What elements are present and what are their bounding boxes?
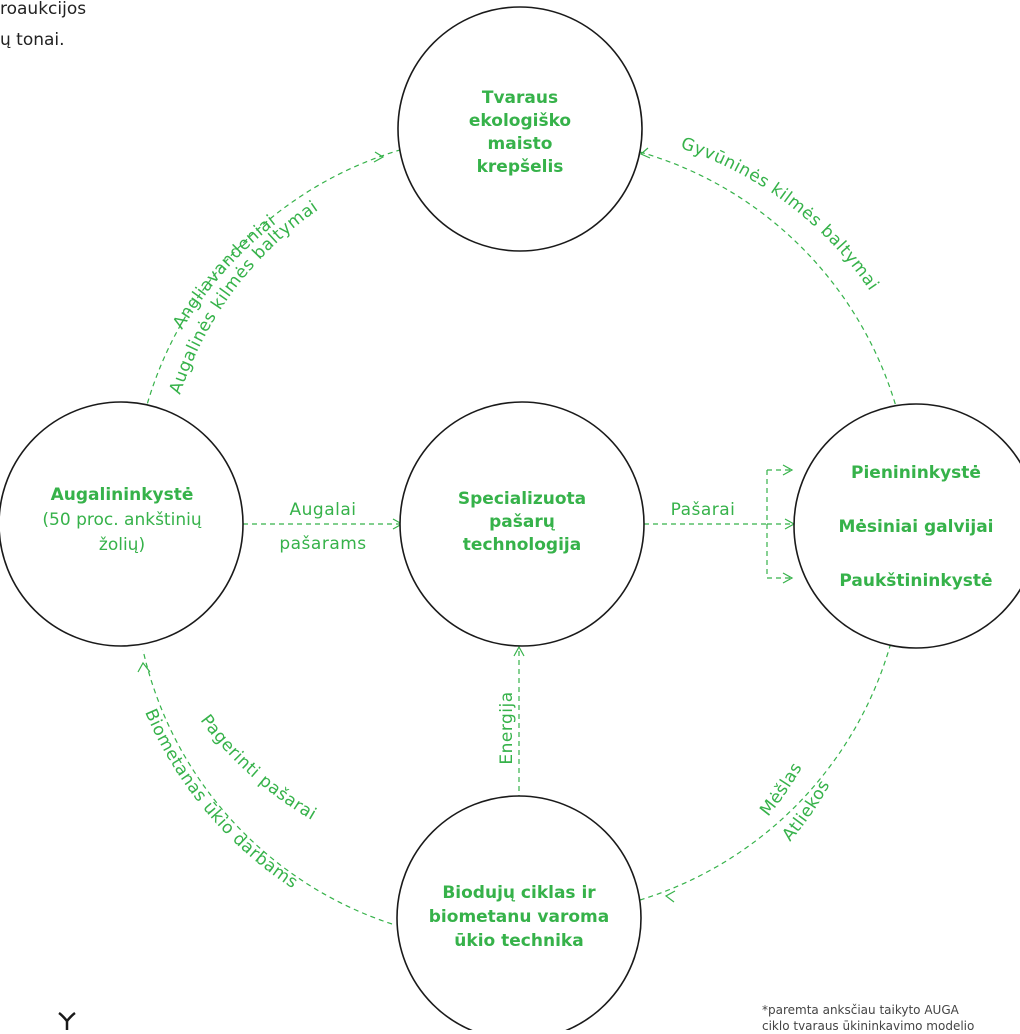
node-bottom-line: biometanu varoma [429, 907, 609, 927]
node-bottom-text: Biodujų ciklas ir biometanu varoma ūkio … [429, 883, 609, 951]
arrowhead [513, 645, 525, 657]
node-top-line: krepšelis [477, 157, 564, 177]
flow-label-augalai: Augalai [290, 500, 357, 520]
footnote: *paremta anksčiau taikyto AUGA ciklo tva… [762, 1002, 974, 1034]
node-center-line: Specializuota [458, 489, 586, 509]
node-right-line: Paukštininkystė [839, 571, 992, 591]
arrowhead [664, 890, 676, 903]
node-right-line: Mėsiniai galvijai [838, 517, 993, 537]
node-center-text: Specializuota pašarų technologija [458, 489, 586, 555]
node-top-line: maisto [488, 134, 553, 154]
flow-label-angliavandeniai: Angliavandeniai [169, 211, 280, 333]
footnote-line: ciklo tvaraus ūkininkavimo modelio [762, 1019, 975, 1033]
arc-right-bottom [639, 634, 894, 901]
node-left-line: (50 proc. ankštinių [42, 510, 201, 530]
intro-line: roaukcijos [0, 0, 87, 19]
intro-line: ų tonai. [0, 30, 65, 50]
node-left-line: žolių) [99, 535, 145, 555]
arrowhead [782, 464, 794, 476]
sprout-icon [58, 1011, 76, 1030]
node-left-circle [0, 401, 244, 647]
node-right-line: Pienininkystė [851, 463, 981, 483]
flow-label-pasarai: Pašarai [671, 500, 736, 520]
arc-top-right [639, 151, 898, 411]
node-center-line: technologija [463, 535, 581, 555]
arrowhead [639, 147, 651, 159]
node-center-circle [399, 401, 645, 647]
flow-arcs [137, 147, 898, 925]
node-top-line: ekologiško [469, 111, 571, 131]
node-top-line: Tvaraus [482, 88, 558, 108]
intro-text: roaukcijos ų tonai. [0, 0, 86, 56]
node-top-text: Tvaraus ekologiško maisto krepšelis [469, 88, 571, 177]
node-left-title: Augalininkystė [51, 485, 194, 505]
arc-left-top [144, 149, 401, 413]
node-bottom-line: ūkio technika [454, 931, 583, 951]
arc-bottom-left [142, 649, 393, 925]
arrowhead [137, 661, 151, 673]
flow-label-gyvunines-baltymai: Gyvūninės kilmės baltymai [678, 134, 882, 295]
flow-label-gyvunines-baltymai-path: Gyvūninės kilmės baltymai [678, 134, 882, 295]
node-bottom-line: Biodujų ciklas ir [442, 883, 596, 903]
node-top-circle [397, 6, 643, 252]
node-left-text: Augalininkystė (50 proc. ankštinių žolių… [42, 485, 201, 555]
flow-label-pasarams: pašarams [279, 534, 366, 554]
arrowhead [782, 572, 794, 584]
node-right-text: Pienininkystė Mėsiniai galvijai Paukštin… [838, 463, 993, 591]
flow-label-angliavandeniai-path: Angliavandeniai [169, 211, 279, 333]
node-center-line: pašarų [489, 512, 556, 532]
flow-label-energija: Energija [497, 691, 517, 764]
node-bottom-circle [396, 795, 642, 1030]
line-branch [766, 469, 792, 579]
arrowhead [373, 151, 385, 163]
footnote-line: *paremta anksčiau taikyto AUGA [762, 1003, 959, 1017]
node-right-circle [793, 403, 1020, 649]
